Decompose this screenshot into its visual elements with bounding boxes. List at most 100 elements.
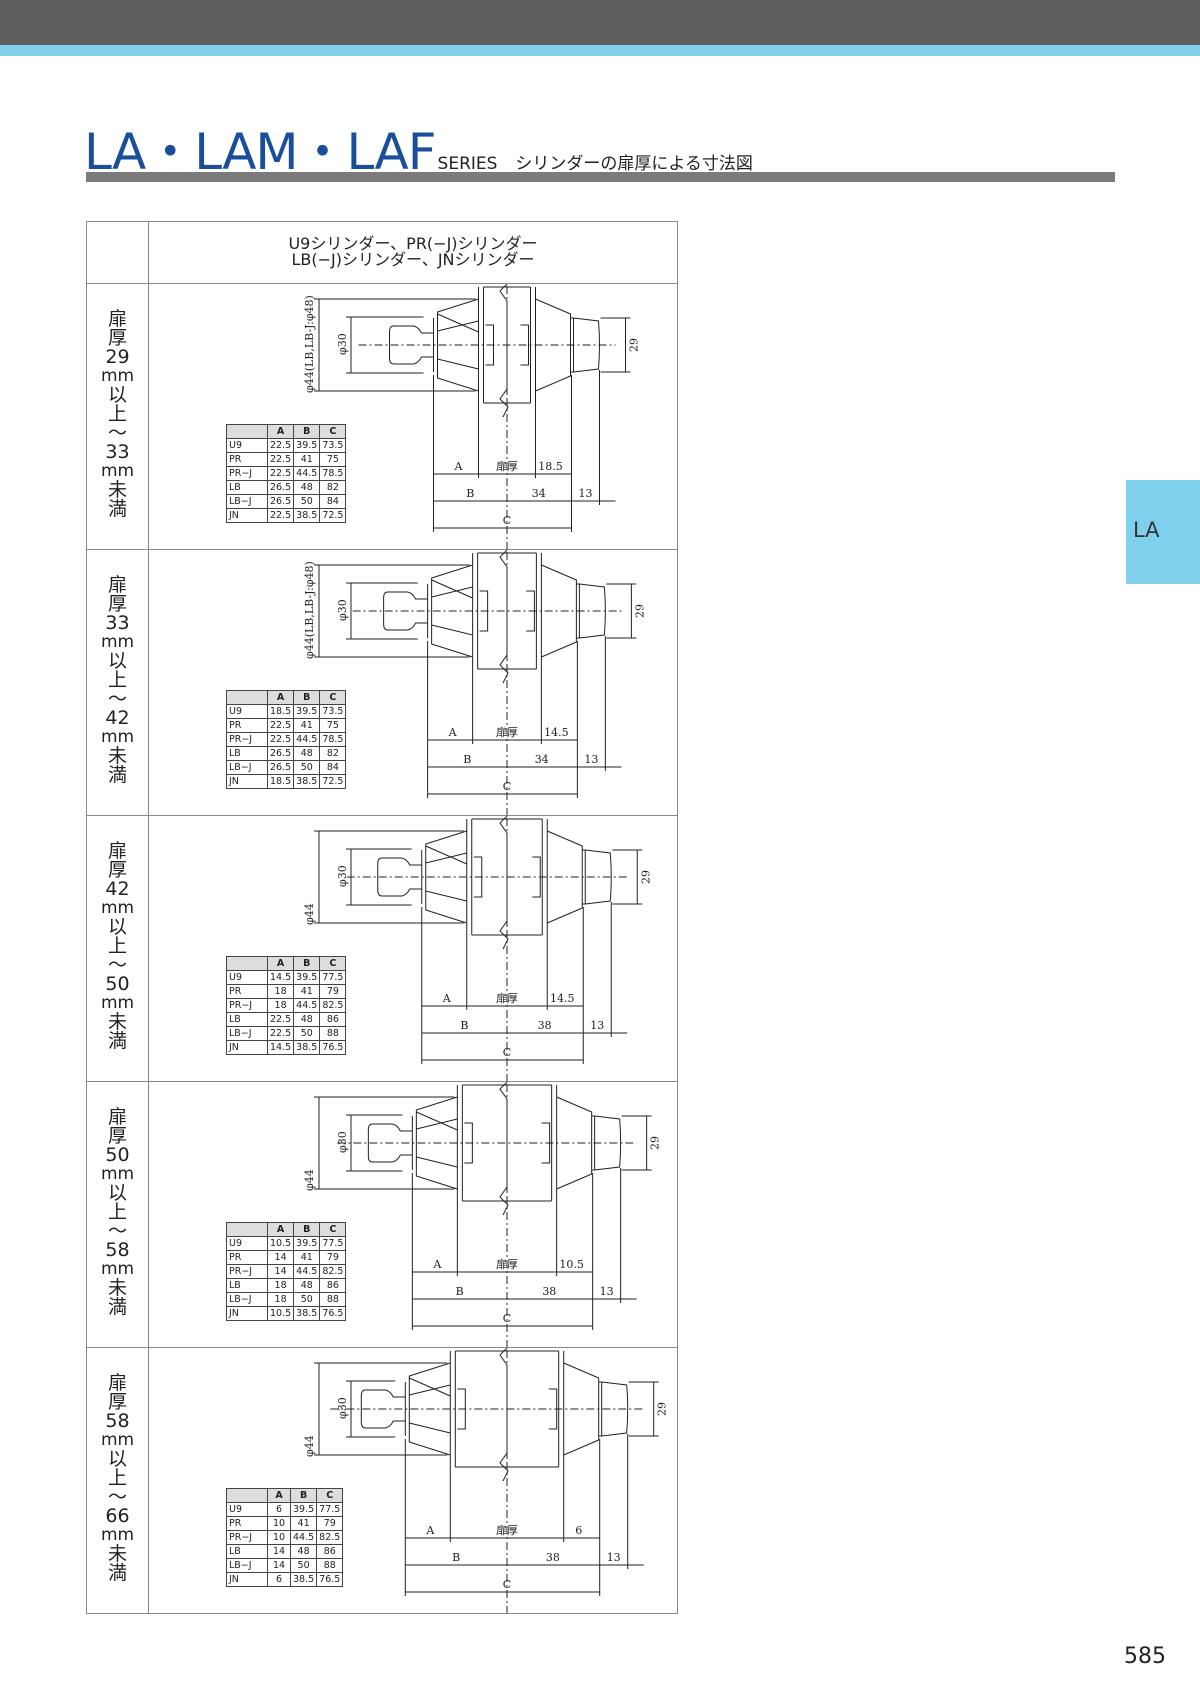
dim-c-label: C — [503, 1578, 511, 1591]
label-char: 以 — [107, 1182, 127, 1204]
label-char: 厚 — [107, 1125, 127, 1147]
door-break-line — [499, 284, 509, 418]
inner-diameter-dim — [346, 1114, 403, 1172]
inside-projection-label: 6 — [575, 1524, 582, 1537]
label-char: 以 — [107, 1448, 127, 1470]
inner-diameter-dim — [346, 1380, 396, 1438]
outer-cone-base — [411, 1111, 458, 1170]
outside-cone-body — [415, 1096, 458, 1190]
knob-diameter-label: 29 — [649, 1136, 662, 1150]
outer-diameter-dim — [314, 564, 470, 658]
extension-lines — [421, 902, 612, 1064]
key-shape — [383, 591, 428, 631]
page-number: 585 — [1124, 1644, 1166, 1669]
knob-dim — [600, 317, 631, 373]
table-cell: JN — [226, 774, 268, 789]
dim-inside-label: 34 — [532, 487, 546, 500]
series-suffix: SERIES — [437, 154, 498, 174]
label-char: mm — [100, 1259, 135, 1279]
label-char: 以 — [107, 384, 127, 406]
knob-length-label: 13 — [579, 487, 593, 500]
label-char: 満 — [107, 1296, 127, 1318]
label-char: 扉 — [107, 1106, 127, 1128]
extension-lines — [433, 370, 600, 532]
outer-diameter-dim — [314, 298, 476, 392]
label-char: 以 — [107, 916, 127, 938]
outer-diameter-label: φ44 — [303, 1169, 316, 1191]
dim-c-label: C — [503, 1046, 511, 1059]
label-char: 厚 — [107, 593, 127, 615]
outer-cone-base — [421, 845, 467, 904]
column-header: C — [319, 1222, 347, 1237]
table-cell: 38.5 — [293, 1040, 321, 1055]
knob-diameter-label: 29 — [656, 1402, 669, 1416]
outer-diameter-dim — [314, 1362, 448, 1456]
knob-length-label: 13 — [600, 1285, 614, 1298]
dim-b-label: B — [463, 753, 471, 766]
label-char: 未 — [107, 1277, 127, 1299]
dim-a-label: A — [448, 726, 458, 739]
label-char: ～ — [107, 954, 127, 976]
dim-b-label: B — [452, 1551, 460, 1564]
label-char: 上 — [107, 935, 127, 957]
table-cell: 77.5 — [319, 970, 347, 985]
thumb-turn-knob — [598, 1381, 629, 1437]
dimension-lines — [405, 1537, 644, 1593]
door-thickness-dim-label: 扉厚 — [496, 1258, 518, 1271]
door-break-line — [499, 1348, 509, 1482]
dimension-table: U9シリンダー、PR(−J)シリンダー LB(−J)シリンダー、JNシリンダー … — [86, 221, 678, 1614]
label-char: 未 — [107, 1543, 127, 1565]
label-char: mm — [100, 898, 135, 918]
dim-b-label: B — [466, 487, 474, 500]
series-title: LA・LAM・LAF — [84, 123, 437, 181]
label-char: 満 — [107, 1562, 127, 1584]
knob-diameter-label: 29 — [628, 338, 641, 352]
dimension-lines — [427, 739, 622, 795]
extension-lines — [411, 1168, 622, 1330]
label-char: 29 — [105, 346, 130, 368]
column-header: C — [319, 424, 347, 439]
outer-cone-base — [433, 313, 479, 372]
side-tab-la[interactable]: LA — [1126, 480, 1200, 584]
dim-c-label: C — [503, 1312, 511, 1325]
knob-dim — [628, 1381, 659, 1437]
knob-length-label: 13 — [607, 1551, 621, 1564]
label-char: 58 — [105, 1410, 130, 1432]
outside-cone-body — [437, 298, 479, 392]
dim-inside-label: 34 — [535, 753, 549, 766]
column-header: B — [293, 1222, 321, 1237]
knob-diameter-label: 29 — [633, 604, 646, 618]
dim-a-label: A — [454, 460, 464, 473]
label-char: mm — [100, 993, 135, 1013]
outer-diameter-label: φ44(LB,LB-J:φ48) — [303, 295, 316, 393]
dim-a-label: A — [425, 1524, 435, 1537]
table-cell: 18.5 — [266, 774, 295, 789]
label-char: ～ — [107, 1486, 127, 1508]
knob-length-label: 13 — [590, 1019, 604, 1032]
label-char: 上 — [107, 1467, 127, 1489]
label-char: 上 — [107, 403, 127, 425]
inner-diameter-label: φ30 — [336, 1131, 349, 1153]
